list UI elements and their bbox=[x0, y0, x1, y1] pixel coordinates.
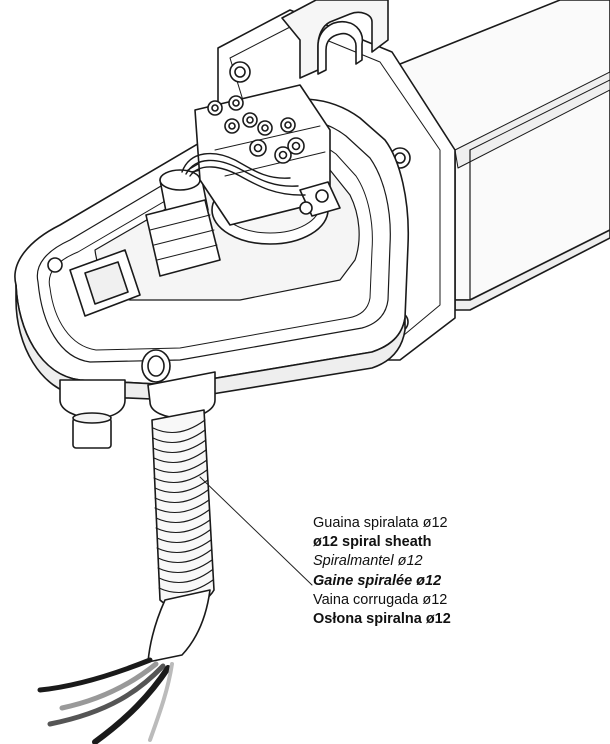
leader-line bbox=[199, 476, 313, 586]
top-bracket bbox=[281, 0, 389, 79]
label-italian: Guaina spiralata ø12 bbox=[313, 515, 448, 531]
label-english: ø12 spiral sheath bbox=[313, 534, 432, 551]
label-french: Gaine spiralée ø12 bbox=[313, 572, 442, 589]
motor-body bbox=[379, 0, 610, 311]
terminal-block bbox=[194, 84, 341, 226]
square-boss bbox=[47, 249, 141, 317]
cable-wires bbox=[37, 657, 174, 744]
side-pin bbox=[141, 349, 171, 383]
label-spanish: Vaina corrugada ø12 bbox=[313, 591, 448, 608]
internal-wires bbox=[181, 152, 306, 196]
cable-gland bbox=[145, 169, 221, 277]
label-polish: Osłona spiralna ø12 bbox=[313, 611, 451, 628]
cable-jacket bbox=[147, 589, 211, 663]
bottom-shaft bbox=[59, 379, 126, 449]
sheath-callout: Guaina spiralata ø12 ø12 spiral sheath S… bbox=[313, 514, 451, 629]
spiral-sheath bbox=[151, 409, 215, 608]
label-german: Spiralmantel ø12 bbox=[313, 553, 423, 570]
